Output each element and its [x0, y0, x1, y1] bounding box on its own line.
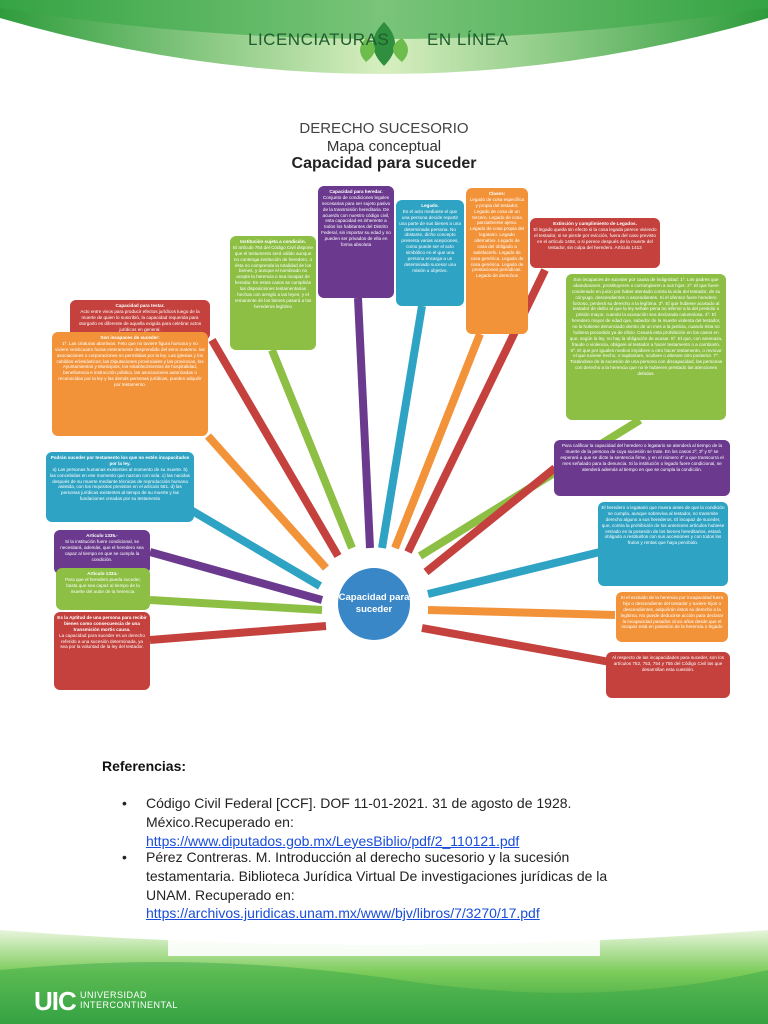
box-calificar-capacidad: Para calificar la capacidad del heredero… — [554, 440, 730, 496]
box-aptitud: Es la Aptitud de una persona para recibi… — [54, 612, 150, 690]
connector — [391, 332, 484, 550]
box-incapaces-suceder: Son incapaces de suceder: 1º. Las criatu… — [52, 332, 208, 436]
box-extincion-legados: Extinción y cumplimiento de Legados. El … — [530, 218, 660, 268]
reference-link[interactable]: https://archivos.juridicas.unam.mx/www/b… — [146, 905, 540, 922]
references-title: Referencias: — [102, 758, 187, 774]
bullet-icon: • — [122, 849, 127, 865]
connector — [208, 337, 342, 559]
subject-title: DERECHO SUCESORIO — [299, 120, 469, 137]
connector — [148, 548, 324, 604]
center-node: Capacidad para suceder — [338, 568, 410, 640]
connector — [205, 433, 329, 571]
box-podran-suceder: Podrán suceder por testamento los que no… — [46, 452, 194, 522]
box-articulo-1335: Artículo 1335.- Si la institución fuere … — [54, 530, 150, 574]
header-text-right: EN LÍNEA — [427, 30, 509, 49]
connector — [427, 548, 601, 598]
connector — [427, 606, 616, 619]
reference-text: Código Civil Federal [CCF]. DOF 11-01-20… — [146, 795, 572, 830]
header-text-left: LICENCIATURAS — [248, 30, 390, 49]
doc-type: Mapa conceptual — [326, 138, 442, 155]
box-heredero-legatario: El heredero o legatario que muera antes … — [598, 502, 728, 586]
bullet-icon: • — [122, 795, 127, 811]
connector — [423, 464, 558, 576]
concept-map-connectors — [147, 268, 643, 666]
connector — [421, 624, 611, 666]
box-legado: Legado. Es el acto mediante el que una p… — [396, 200, 464, 306]
box-clases: Clases: Legado de cosa específica y prop… — [466, 188, 528, 334]
box-excluido-herencia: Si el excluido de la herencia por incapa… — [616, 592, 728, 642]
footer-white-bar — [168, 936, 600, 956]
box-incapacidades-articulos: Al respecto de las incapacidades para su… — [606, 652, 730, 698]
topic-title: Capacidad para suceder — [291, 155, 477, 172]
header-banner — [0, 0, 768, 74]
reference-link[interactable]: https://www.diputados.gob.mx/LeyesBiblio… — [146, 832, 520, 849]
connector — [149, 622, 327, 644]
box-institucion-condicion: Institución sujeta a condición. El artíc… — [230, 236, 316, 350]
header-emblem-icon — [360, 22, 408, 66]
reference-text: Pérez Contreras. M. Introducción al dere… — [146, 849, 608, 903]
uic-logo: UIC — [34, 986, 77, 1016]
box-incapaces-indignidad: Son incapaces de suceder por causa de in… — [566, 274, 726, 420]
box-capacidad-heredar: Capacidad para heredar. Conjunto de cond… — [318, 186, 394, 298]
connector — [149, 596, 323, 614]
connector — [378, 305, 426, 549]
connector — [268, 348, 356, 550]
connector — [354, 297, 374, 549]
university-name: UNIVERSIDAD INTERCONTINENTAL — [80, 990, 178, 1011]
box-articulo-1334: Artículo 1334.- Para que el heredero pue… — [56, 568, 150, 610]
